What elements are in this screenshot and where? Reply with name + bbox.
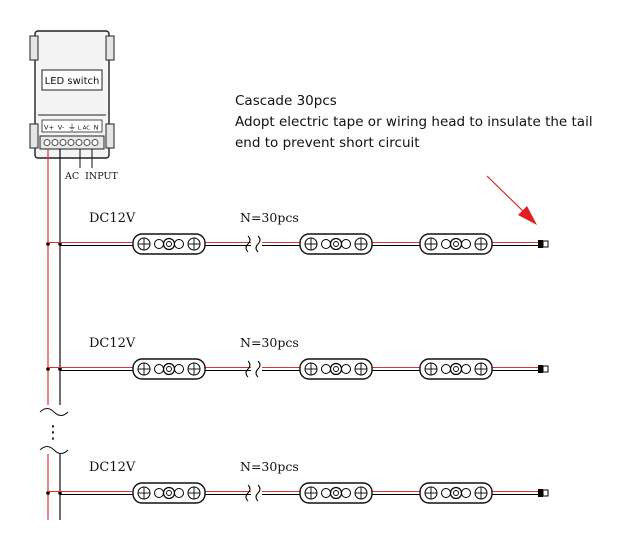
terminal-label-vplus: V+ — [44, 124, 54, 132]
bus-break-upper — [39, 408, 69, 416]
led-string: DC12V N=30pcs — [46, 335, 549, 380]
led-switch-power-supply: LED switch V+ V- ⏚ L AC N — [29, 30, 115, 159]
led-module — [419, 482, 493, 504]
led-module — [299, 233, 373, 255]
module-lens-side — [461, 488, 471, 498]
module-lens-side — [341, 488, 351, 498]
led-module — [419, 358, 493, 380]
bus-junction-dot — [46, 491, 50, 495]
terminal-label-vminus: V- — [58, 124, 65, 132]
module-lens-side — [441, 488, 451, 498]
terminal-screws — [43, 139, 99, 146]
terminal-labels: V+ V- ⏚ L AC N — [44, 123, 99, 132]
string-voltage-label: DC12V — [89, 460, 136, 475]
string-voltage-label: DC12V — [89, 336, 136, 351]
wire-break-mark — [255, 235, 261, 253]
led-module — [419, 233, 493, 255]
module-lens-side — [154, 239, 164, 249]
led-module — [132, 358, 206, 380]
module-lens-side — [341, 239, 351, 249]
bus-junction-dot — [46, 367, 50, 371]
ac-input-leads — [79, 149, 93, 168]
bus-break-lower — [39, 446, 69, 454]
module-lens-side — [441, 364, 451, 374]
bus-junction-dot — [58, 242, 62, 246]
bus-junction-dot — [58, 491, 62, 495]
string-count-label: N=30pcs — [240, 459, 299, 474]
continuation-dots: ⋮ — [44, 422, 62, 443]
string-count-label: N=30pcs — [240, 335, 299, 350]
module-lens-side — [321, 488, 331, 498]
terminal-label-neutral: N — [94, 124, 99, 132]
wire-break-mark — [255, 360, 261, 378]
module-lens-side — [321, 364, 331, 374]
wire-break-mark — [245, 484, 251, 502]
module-lens-side — [174, 488, 184, 498]
end-connector — [538, 489, 543, 497]
end-connector — [538, 240, 543, 248]
led-module — [299, 482, 373, 504]
terminal-label-ground: ⏚ — [68, 123, 76, 132]
module-lens-side — [154, 488, 164, 498]
module-lens-side — [461, 239, 471, 249]
bus-junction-dot — [46, 242, 50, 246]
bus-junction-dot — [58, 367, 62, 371]
string-count-label: N=30pcs — [240, 210, 299, 225]
string-voltage-label: DC12V — [89, 211, 136, 226]
module-lens-side — [321, 239, 331, 249]
device-name: LED switch — [45, 76, 100, 87]
led-module — [299, 358, 373, 380]
terminal-label-line: L AC — [78, 126, 90, 132]
note-insulate-1: Adopt electric tape or wiring head to in… — [235, 114, 593, 130]
module-lens-side — [174, 364, 184, 374]
end-connector — [538, 365, 543, 373]
module-lens-side — [154, 364, 164, 374]
led-string: DC12V N=30pcs — [46, 210, 549, 255]
tail-end-arrow — [486, 175, 537, 225]
instruction-notes: Cascade 30pcs Adopt electric tape or wir… — [235, 93, 593, 151]
device-name-box — [41, 69, 103, 91]
module-lens-side — [341, 364, 351, 374]
wire-break-mark — [245, 235, 251, 253]
module-lens-side — [461, 364, 471, 374]
ac-input-label: AC INPUT — [64, 171, 118, 182]
note-cascade: Cascade 30pcs — [235, 93, 337, 109]
note-insulate-2: end to prevent short circuit — [235, 135, 420, 151]
module-lens-side — [174, 239, 184, 249]
led-module — [132, 482, 206, 504]
wire-break-mark — [255, 484, 261, 502]
wire-break-mark — [245, 360, 251, 378]
led-module — [132, 233, 206, 255]
main-bus — [39, 149, 69, 520]
module-lens-side — [441, 239, 451, 249]
led-string: DC12V N=30pcs — [46, 459, 549, 504]
